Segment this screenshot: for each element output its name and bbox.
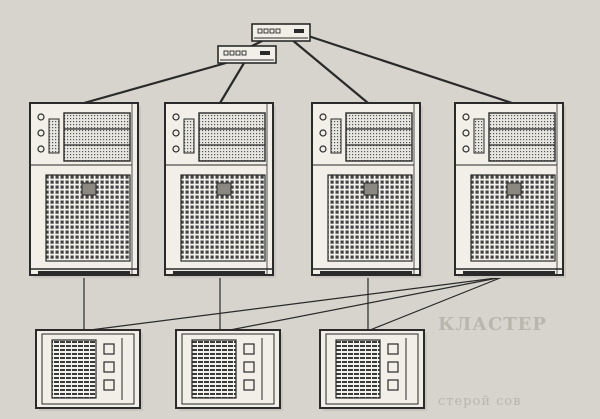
storage-2 [175, 329, 283, 411]
storage-1 [35, 329, 143, 411]
network-switch-bottom [217, 45, 277, 64]
server-3 [311, 102, 423, 278]
storage-arrays [35, 329, 427, 411]
network-links [82, 28, 514, 331]
link-server-4-storage-2 [229, 275, 509, 331]
show-through-heading: КЛАСТЕР [438, 314, 547, 335]
server-2 [164, 102, 276, 278]
server-1 [29, 102, 141, 278]
link-server-4-storage-3 [369, 275, 506, 331]
link-switch-server-1 [82, 61, 228, 105]
network-switches [217, 23, 311, 64]
link-switch-server-3 [283, 32, 370, 105]
storage-3 [319, 329, 427, 411]
link-switch-server-2 [218, 61, 246, 105]
server-towers [29, 102, 566, 278]
show-through-text: стерой сов [438, 394, 522, 409]
network-switch-top [251, 23, 311, 42]
link-server-4-storage-1 [89, 275, 513, 331]
link-switch-server-4 [288, 28, 514, 105]
server-4 [454, 102, 566, 278]
